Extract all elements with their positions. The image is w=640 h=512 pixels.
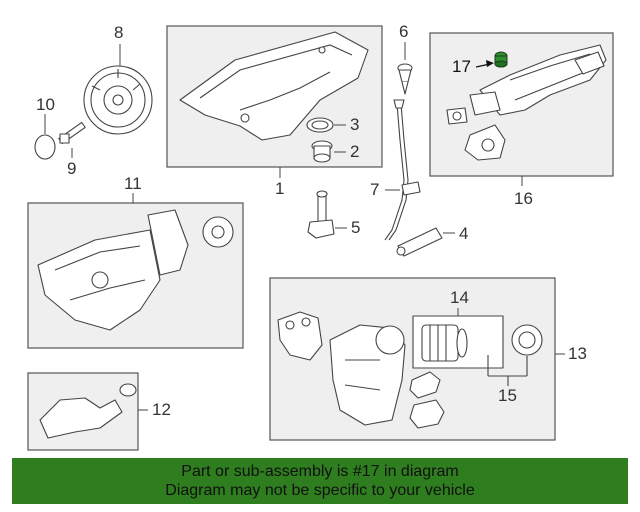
callout-12: 12 — [152, 400, 171, 419]
callout-14: 14 — [450, 288, 469, 307]
oil-pan — [179, 31, 369, 141]
crankshaft-pulley — [83, 65, 153, 135]
callout-15: 15 — [498, 386, 517, 405]
cap-part — [34, 134, 56, 160]
callout-1: 1 — [275, 179, 285, 198]
callout-17: 17 — [452, 57, 471, 76]
callout-8: 8 — [114, 23, 124, 42]
oil-level-sensor — [396, 227, 443, 257]
arrow-17 — [475, 60, 494, 68]
dipstick-tube — [384, 99, 421, 241]
parts-diagram: 8 10 9 1 3 2 6 7 5 4 16 17 11 12 14 15 1… — [27, 22, 614, 451]
callout-11: 11 — [124, 174, 142, 193]
drain-plug — [311, 140, 333, 163]
callout-16: 16 — [514, 189, 533, 208]
callout-7: 7 — [370, 180, 380, 199]
balance-shaft-housing — [37, 209, 234, 331]
callout-2: 2 — [350, 142, 360, 161]
highlighted-part-17 — [494, 51, 508, 68]
info-banner: Part or sub-assembly is #17 in diagram D… — [12, 458, 628, 504]
oil-pickup — [307, 190, 335, 239]
pulley-bolt — [58, 121, 86, 145]
callout-9: 9 — [67, 159, 77, 178]
diagram-drawing — [27, 25, 614, 451]
callout-5: 5 — [351, 218, 361, 237]
dipstick-grommet — [397, 63, 413, 95]
callout-10: 10 — [36, 95, 55, 114]
banner-line-1: Part or sub-assembly is #17 in diagram — [181, 463, 459, 480]
banner-line-2: Diagram may not be specific to your vehi… — [165, 482, 475, 499]
oil-pipe — [39, 383, 137, 439]
housing-assembly — [446, 44, 607, 161]
callout-6: 6 — [399, 22, 409, 41]
callout-3: 3 — [350, 115, 360, 134]
oil-filter-housing — [277, 311, 543, 429]
callout-13: 13 — [568, 344, 587, 363]
seal-ring — [306, 117, 334, 133]
callout-4: 4 — [459, 224, 469, 243]
